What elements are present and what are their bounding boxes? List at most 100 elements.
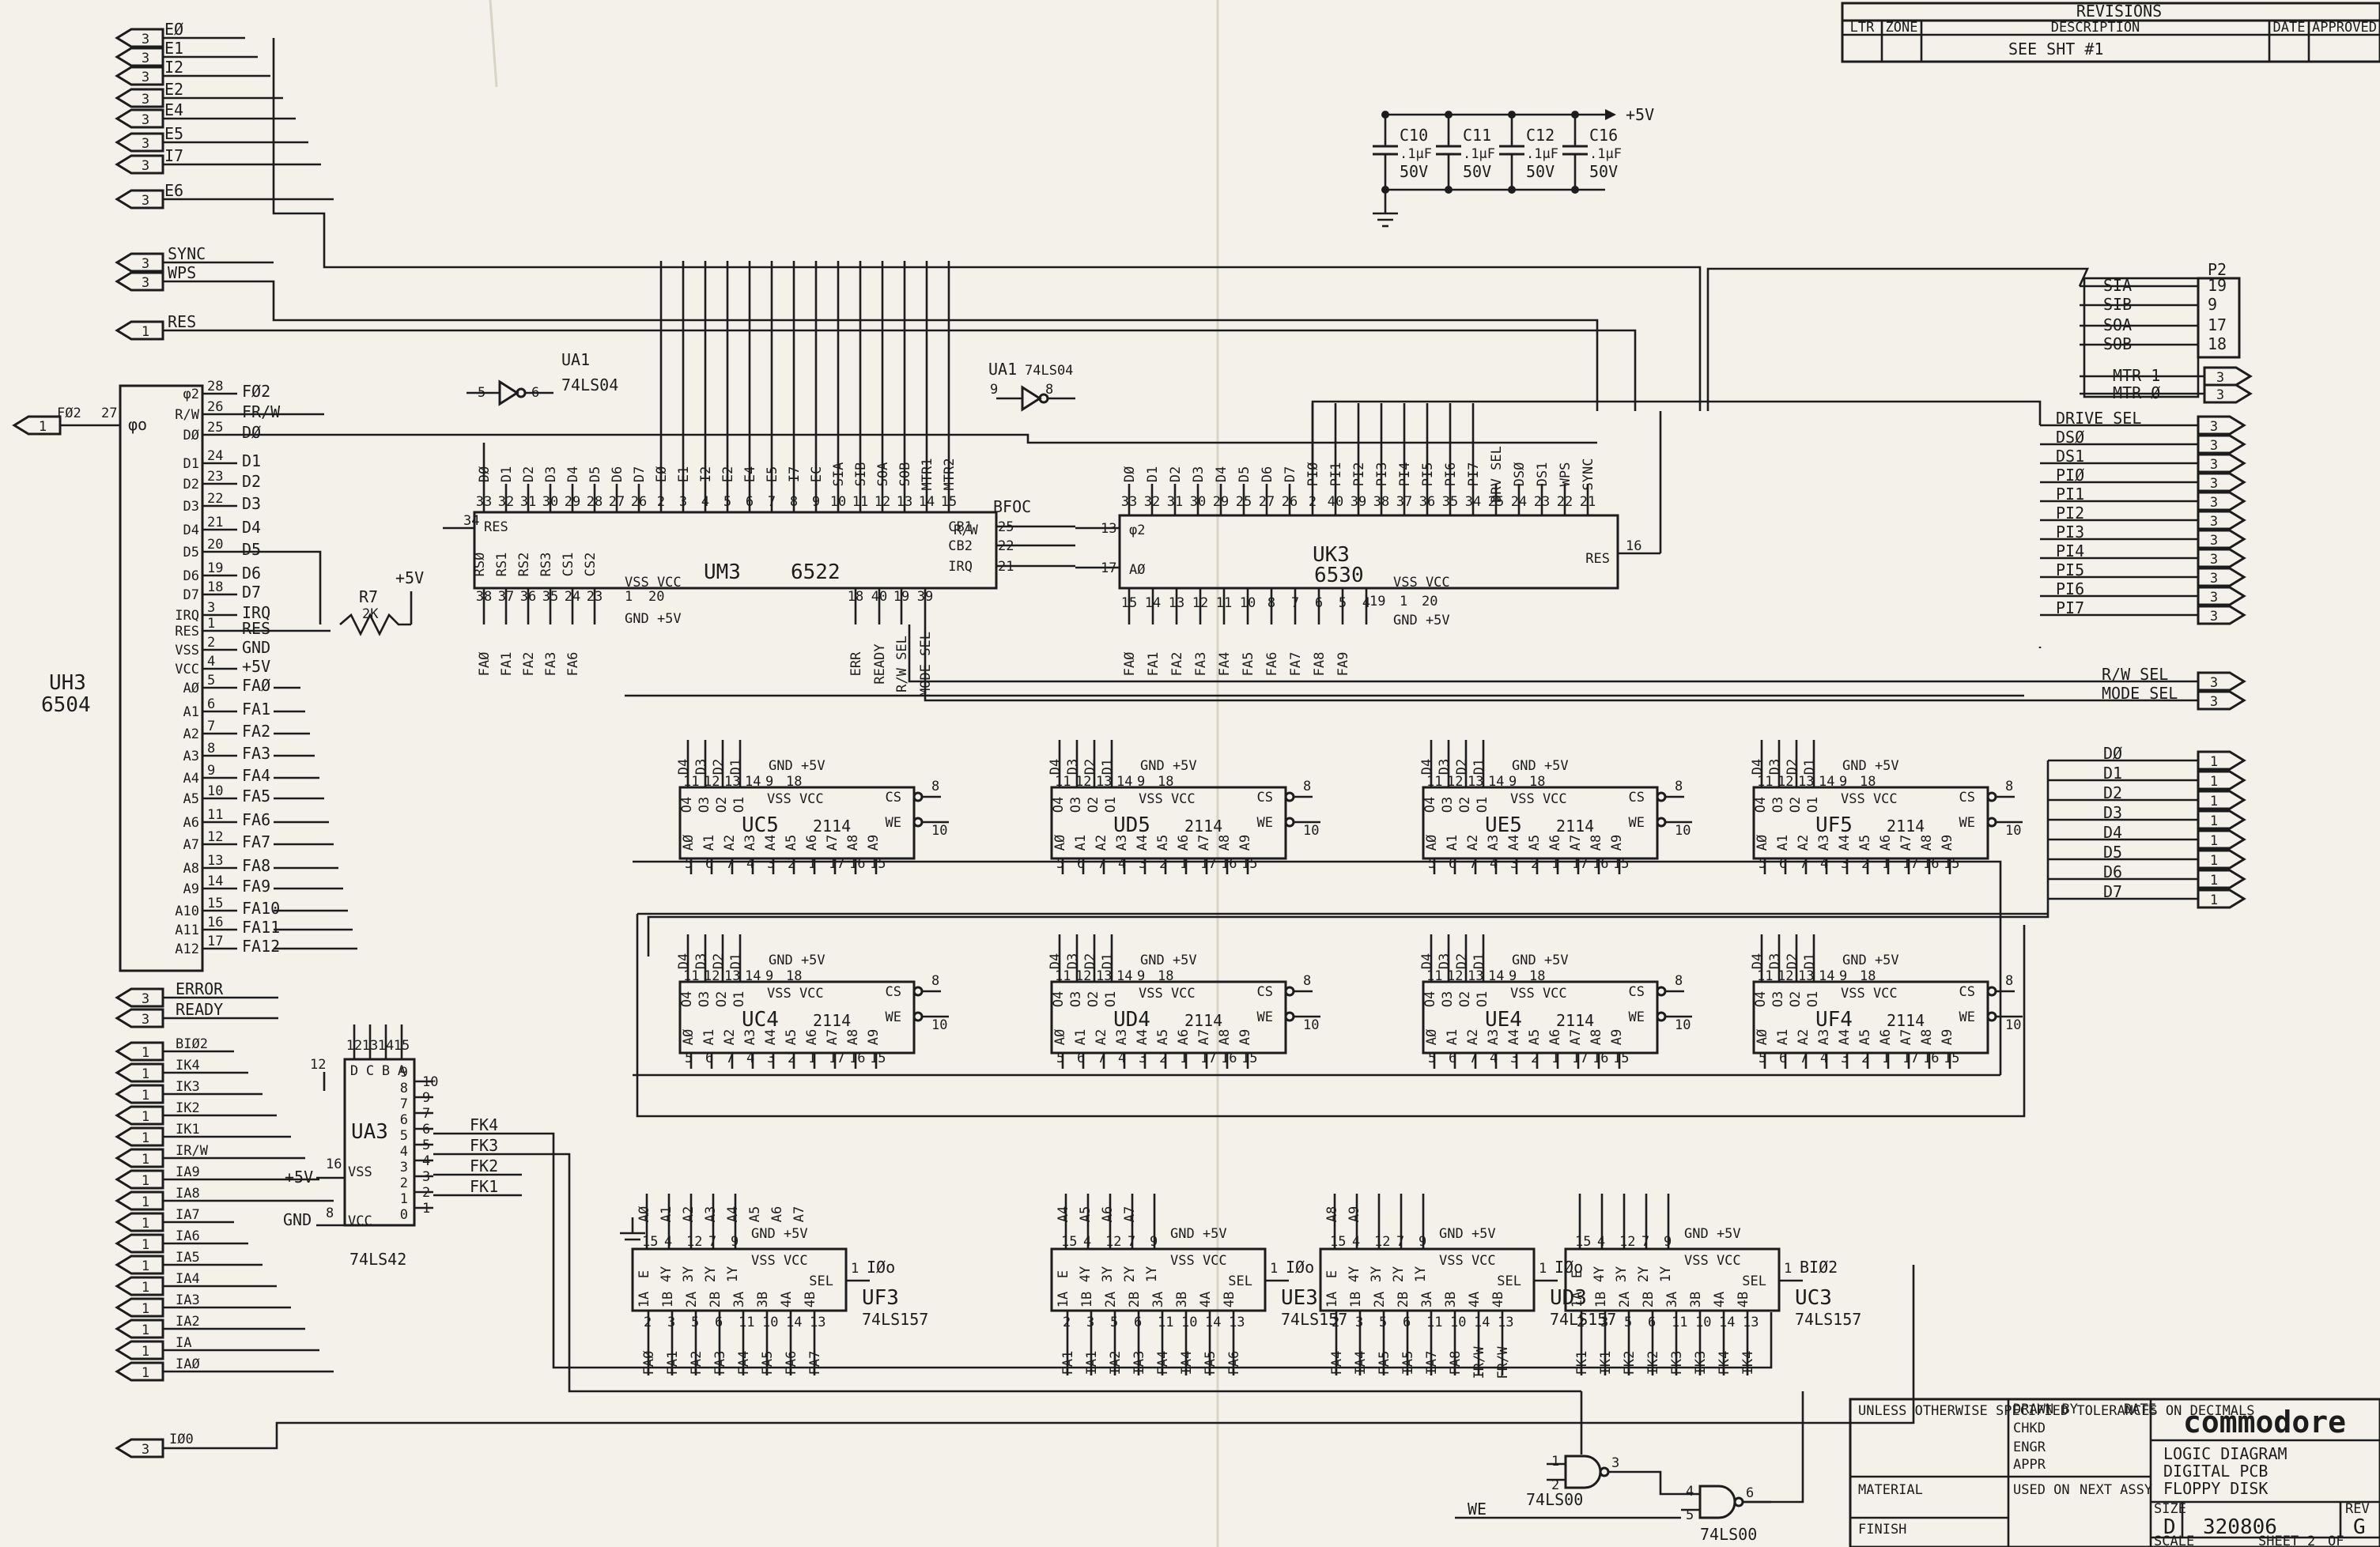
ram-pin-label: O3 [697, 797, 712, 813]
mux-name: UF3 [862, 1286, 899, 1310]
connector-pin: 3 [142, 136, 149, 152]
net-label: GND [283, 1210, 312, 1229]
connector-pin: 3 [142, 92, 149, 108]
ram-pin-label: A2 [1094, 835, 1109, 851]
connector-PI1 [2197, 491, 2246, 511]
pin-number: 7 [1800, 1051, 1808, 1066]
decoder-pin-label: 4 [400, 1144, 408, 1160]
ram-pin-label: A5 [784, 1029, 799, 1045]
net-label: D5 [2103, 843, 2122, 862]
riot-name: UK3 [1313, 543, 1350, 567]
tb-label: DRAWN BY [2013, 1402, 2078, 1417]
pin-number: 1 [1551, 1051, 1559, 1066]
pin-number: 17 [1101, 560, 1116, 576]
pin-number: 14 [1116, 774, 1132, 790]
mux-pin-label: 2Y [1636, 1266, 1652, 1282]
pin-number: 40 [871, 589, 887, 605]
ram-pin-label: AØ [681, 835, 697, 851]
pin-number: 11 [1757, 774, 1773, 790]
ram-pin-label: A9 [1609, 835, 1625, 851]
ram-pin-label: A5 [1857, 835, 1873, 851]
wire [647, 760, 2049, 956]
ram-name: UE4 [1485, 1008, 1522, 1032]
pin-number: 17 [829, 856, 844, 872]
pin-number: 9 [207, 763, 215, 779]
ram-pin-label: WE [1629, 815, 1645, 831]
connector--MTR 1 [2203, 366, 2253, 387]
mux-pin-label: 1B [1079, 1292, 1095, 1307]
ram-pin-label: CS [1959, 790, 1975, 806]
pin-number: 7 [1291, 595, 1299, 611]
ram-pin-label: D3 [1437, 759, 1453, 775]
we-bubble [1284, 1011, 1295, 1022]
pin-number: 8 [326, 1206, 334, 1221]
pin-number: 2 [1309, 494, 1317, 510]
ram-pin-label: A1 [1073, 835, 1089, 851]
pin-number: 1 [1551, 856, 1559, 872]
wire [908, 624, 2095, 683]
mux-pin-label: 2A [1372, 1292, 1388, 1307]
pin-number: 14 [1116, 968, 1132, 984]
net-label: IA2 [1108, 1351, 1124, 1375]
pin-number: 2 [1861, 1051, 1869, 1066]
pin-number: 20 [1422, 594, 1437, 609]
via-pin-label: DØ [477, 466, 493, 482]
mux-pin-label: 4A [1198, 1292, 1214, 1307]
pin-number: 4 [1686, 1484, 1694, 1500]
wire [924, 624, 2095, 702]
net-label: A2 [681, 1206, 697, 1222]
ram-pin-label: AØ [1052, 835, 1068, 851]
ram-part: 2114 [813, 817, 851, 836]
pin-number: 5 [1056, 856, 1064, 872]
connector-I7 [115, 154, 164, 175]
pin-number: 28 [587, 494, 603, 510]
connector-pin: 1 [2210, 794, 2218, 809]
ram-pin-label: O2 [1086, 991, 1101, 1007]
pin-number: 40 [1328, 494, 1343, 510]
nand-gate-2 [1698, 1485, 1736, 1519]
net-label: A8 [1324, 1206, 1340, 1222]
ram-pin-label: AØ [1755, 1029, 1770, 1045]
net-label: FØ2 [242, 382, 270, 401]
decoder-pin-label: 3 [400, 1160, 408, 1175]
ram-pin-label: WE [1629, 1009, 1645, 1025]
net-label: FA7 [1288, 652, 1304, 677]
ram-pin-label: A3 [1114, 1029, 1130, 1045]
ram-pin-label: O4 [1753, 991, 1769, 1007]
pin-number: 10 [931, 1017, 947, 1033]
pin-number: 4 [1597, 1234, 1605, 1250]
mux-pin-label: 2B [1396, 1292, 1411, 1307]
pin-number: 10 [830, 494, 846, 510]
junction-dot [1381, 111, 1389, 119]
net-label: IRQ [242, 603, 270, 622]
via-pin-label: SOA [875, 462, 891, 487]
pin-number: 4 [701, 494, 709, 510]
ram-pin-label: O1 [731, 797, 747, 813]
pin-number: 29 [1213, 494, 1229, 510]
ram-pin-label: A6 [804, 1029, 820, 1045]
mux-pin-label: 4Y [1078, 1266, 1094, 1282]
ram-pin-label: VSS VCC [767, 791, 824, 807]
connector-pin: 1 [142, 1173, 149, 1189]
junction-dot [1381, 186, 1389, 194]
ram-pin-label: D2 [1454, 953, 1470, 969]
connector-pin: 1 [142, 1194, 149, 1210]
pin-number: 8 [1675, 973, 1683, 989]
via-pin-label: VSS VCC [625, 575, 682, 591]
pin-number: 12 [1105, 1234, 1121, 1250]
ram-pin-label: D1 [1471, 953, 1487, 969]
pin-number: 10 [1450, 1315, 1466, 1330]
net-label: GND +5V [1439, 1226, 1496, 1242]
we-bubble [912, 1011, 924, 1022]
net-label: -MTR 1 [2103, 366, 2160, 385]
net-label: FA2 [689, 1351, 705, 1375]
pin-number: 14 [1819, 968, 1834, 984]
ram-pin-label: A8 [845, 835, 861, 851]
connector-pin: 1 [142, 1152, 149, 1168]
net-label: IA3 [1131, 1351, 1147, 1375]
net-label: D4 [242, 518, 261, 537]
net-label: R/W SEL [2102, 665, 2168, 684]
revisions-header: APPROVED [2312, 20, 2377, 36]
pin-number: 7 [1800, 856, 1808, 872]
pin-number: 5 [1759, 1051, 1766, 1066]
